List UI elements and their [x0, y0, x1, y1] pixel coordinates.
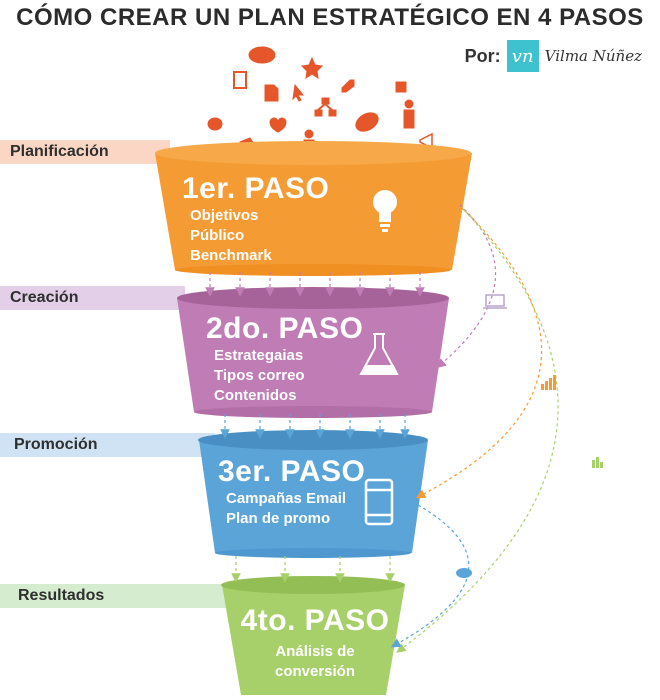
byline: Por: vn Vilma Núñez [465, 40, 642, 72]
funnel-step-2 [177, 287, 449, 418]
step-2-heading: 2do. PASO [206, 312, 364, 345]
stage-label-planificacion: Planificación [10, 143, 109, 160]
document-icon [264, 84, 279, 102]
step-2-item: Contenidos [214, 387, 297, 404]
floating-icons [207, 46, 433, 155]
step-1-item: Objetivos [190, 207, 259, 224]
chart-small-icon [592, 457, 603, 468]
plug-icon [341, 79, 355, 93]
cloud-small-icon [456, 568, 472, 578]
side-icons [456, 294, 603, 578]
step-1-item: Benchmark [190, 247, 272, 264]
tablet-icon [233, 71, 247, 89]
stage-label-creacion: Creación [10, 289, 79, 306]
step-3-heading: 3er. PASO [218, 455, 366, 488]
step-2-item: Estrategaias [214, 347, 304, 364]
stage-band-resultados [0, 584, 235, 608]
stage-band-promocion [0, 433, 215, 457]
rugby-ball-icon [355, 112, 379, 132]
flask-icon [359, 333, 399, 375]
flow-arrows [205, 204, 559, 653]
step-3-text: 3er. PASO Campañas Email Plan de promo [218, 455, 365, 529]
step-1-text: 1er. PASO Objetivos Público Benchmark [182, 172, 329, 266]
lightbulb-icon [373, 190, 397, 232]
step-4-heading: 4to. PASO [240, 604, 390, 637]
byline-prefix: Por: [464, 45, 501, 66]
person-icon [403, 99, 415, 129]
step-2-item: Tipos correo [214, 367, 305, 384]
step-1-heading: 1er. PASO [182, 172, 330, 205]
heart-icon [269, 117, 287, 133]
stage-band-creacion [0, 286, 185, 310]
step-4-item: conversión [274, 663, 356, 680]
step-2-text: 2do. PASO Estrategaias Tipos correo Cont… [206, 312, 363, 406]
star-icon [300, 56, 324, 80]
cloud-icon [248, 46, 276, 64]
step-3-item: Plan de promo [226, 510, 331, 527]
stage-label-resultados: Resultados [18, 587, 105, 604]
step-4-text: 4to. PASO Análisis de conversión [240, 604, 390, 682]
coins-icon [207, 117, 223, 131]
bar-chart-icon [541, 375, 556, 390]
stage-band-planificacion [0, 140, 170, 164]
laptop-icon [485, 294, 505, 307]
funnel-step-4 [221, 576, 405, 695]
author-logo: vn [506, 40, 539, 72]
bar-chart-icon [395, 81, 407, 93]
step-3-item: Campañas Email [226, 490, 347, 507]
sitemap-icon [314, 97, 337, 117]
step-1-item: Público [190, 227, 245, 244]
stage-label-promocion: Promoción [14, 436, 98, 453]
cursor-icon [292, 83, 305, 102]
funnel-step-1 [155, 141, 472, 276]
author-name: Vilma Núñez [544, 47, 642, 65]
step-4-item: Análisis de [275, 643, 355, 660]
page-title: CÓMO CREAR UN PLAN ESTRATÉGICO EN 4 PASO… [16, 4, 644, 31]
smartphone-icon [364, 478, 394, 526]
